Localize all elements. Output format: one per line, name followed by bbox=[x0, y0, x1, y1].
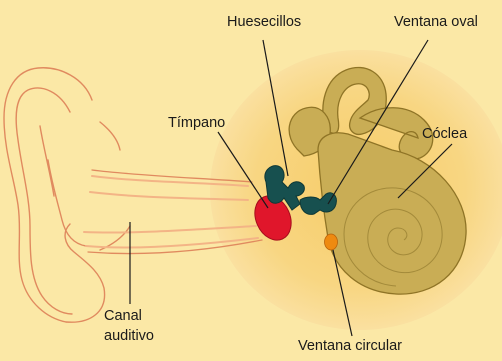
label-round-window: Ventana circular bbox=[298, 338, 402, 355]
label-eardrum: Tímpano bbox=[168, 115, 225, 132]
label-ear-canal-line1: Canal bbox=[104, 308, 142, 325]
label-cochlea: Cóclea bbox=[422, 126, 467, 143]
round-window-shape bbox=[325, 234, 338, 250]
label-oval-window: Ventana oval bbox=[394, 14, 478, 31]
label-ear-canal-line2: auditivo bbox=[104, 328, 154, 345]
label-ossicles: Huesecillos bbox=[227, 14, 301, 31]
